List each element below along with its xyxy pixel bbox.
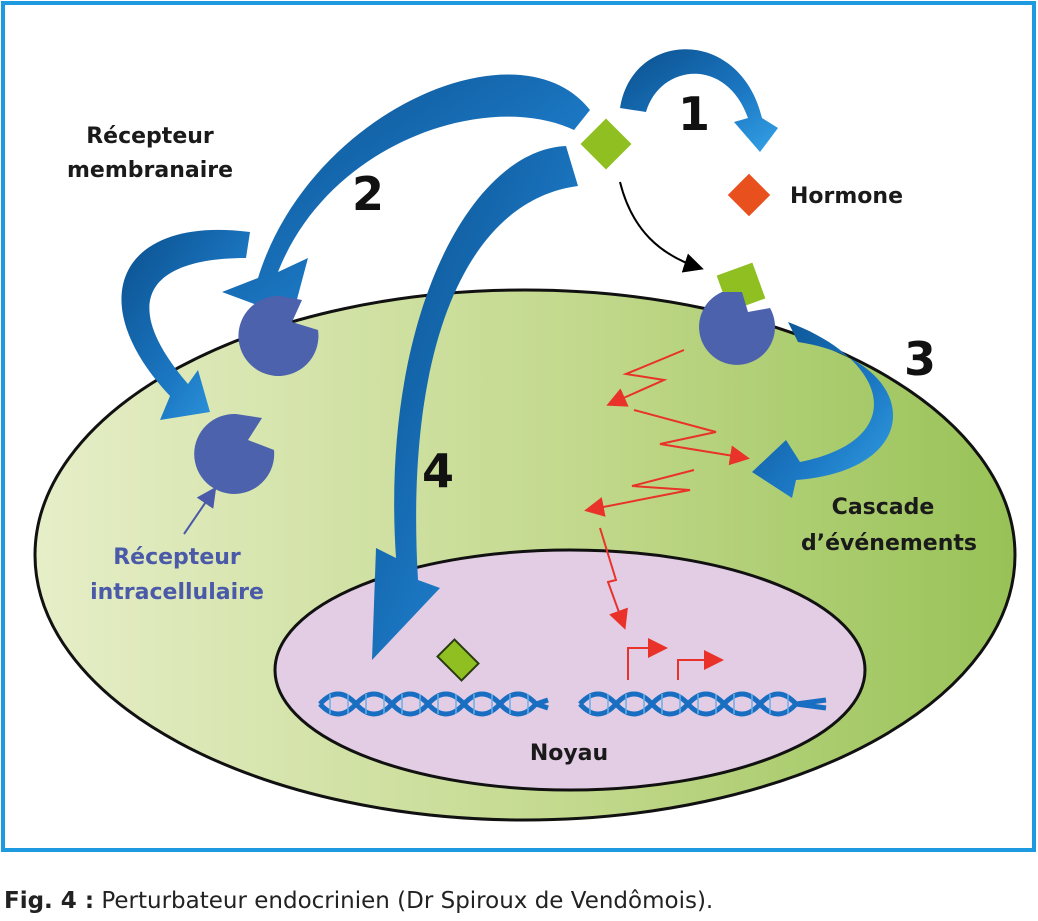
disruptor-diamond-dna <box>436 638 480 682</box>
label-hormone: Hormone <box>790 184 903 209</box>
intracellular-pointer <box>183 486 217 535</box>
arrow-2-lower <box>121 229 250 420</box>
caption-prefix: Fig. 4 : <box>4 888 95 914</box>
label-intracellular-receptor-line2: intracellulaire <box>90 580 264 605</box>
step-number-3: 3 <box>904 332 936 386</box>
signal-cascade <box>584 349 750 680</box>
label-cascade-line1: Cascade <box>832 495 935 520</box>
label-nucleus: Noyau <box>530 741 608 766</box>
membrane-receptor <box>238 295 319 376</box>
label-membrane-receptor-line1: Récepteur <box>86 124 214 149</box>
nucleus <box>273 548 867 792</box>
arrow-1 <box>620 49 778 152</box>
disruptor-diamond-top <box>580 118 632 170</box>
caption-text: Perturbateur endocrinien (Dr Spiroux de … <box>94 888 714 914</box>
step-number-1: 1 <box>678 87 710 141</box>
arrow-2-upper <box>222 74 590 318</box>
intracellular-receptor <box>194 413 275 494</box>
arrow-4 <box>372 146 578 660</box>
arrow-3 <box>752 322 894 498</box>
label-intracellular-receptor-line1: Récepteur <box>113 545 241 570</box>
step-number-2: 2 <box>352 167 384 221</box>
dna-right <box>578 691 827 717</box>
label-membrane-receptor-line2: membranaire <box>67 158 233 183</box>
label-cascade-line2: d’événements <box>801 531 977 556</box>
bound-receptor <box>699 292 776 365</box>
step-number-4: 4 <box>422 444 454 498</box>
dna-left <box>318 691 549 717</box>
endocrine-disruptor-diagram: Récepteur membranaire Hormone Récepteur … <box>1 1 1036 852</box>
figure-caption: Fig. 4 : Perturbateur endocrinien (Dr Sp… <box>4 888 713 914</box>
binding-arrow <box>619 181 704 273</box>
dna-rungs <box>329 694 789 714</box>
